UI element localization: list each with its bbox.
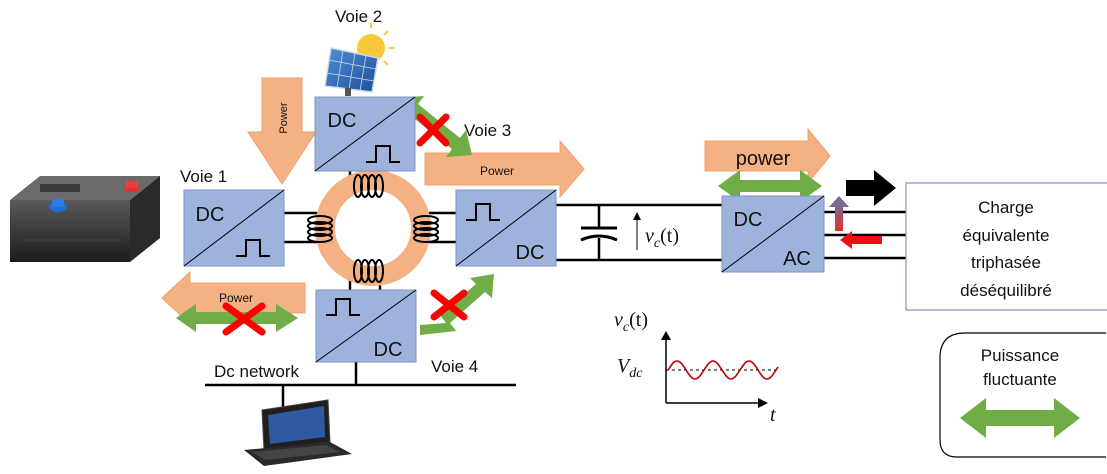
load-line4: déséquilibré bbox=[960, 281, 1052, 300]
lane2-label: Voie 2 bbox=[335, 7, 382, 26]
left-arrow-icon bbox=[840, 231, 882, 249]
inverter-ac: AC bbox=[783, 248, 811, 270]
inverter-dc: DC bbox=[734, 209, 763, 231]
fluctuating-arrow-lane4 bbox=[420, 274, 494, 335]
power-label-lane2: Power bbox=[278, 102, 290, 134]
converter-lane4: DC bbox=[316, 290, 416, 362]
converter-lane3: DC bbox=[456, 190, 556, 266]
svg-text:Vdc: Vdc bbox=[617, 355, 643, 381]
power-arrow-lane3: Power bbox=[425, 141, 584, 197]
waveform-inset: vc(t) Vdc t bbox=[614, 309, 780, 426]
load-line2: équivalente bbox=[963, 226, 1050, 245]
capacitor-voltage: vc(t) bbox=[633, 212, 679, 251]
lane3-label: Voie 3 bbox=[464, 121, 511, 140]
legend-line2: fluctuante bbox=[983, 370, 1057, 389]
load-line3: triphasée bbox=[971, 253, 1041, 272]
wave-y-name: v bbox=[614, 309, 623, 331]
power-label-output: power bbox=[736, 148, 791, 170]
power-arrow-lane2: Power bbox=[248, 78, 316, 184]
transformer-core bbox=[308, 175, 438, 282]
converter-lane2-dc: DC bbox=[328, 110, 357, 132]
converter-lane3-dc: DC bbox=[516, 242, 545, 264]
power-label-lane3: Power bbox=[480, 164, 514, 178]
converter-lane2: DC bbox=[315, 97, 415, 171]
black-output-arrow-icon bbox=[846, 170, 896, 206]
svg-text:vc(t): vc(t) bbox=[614, 309, 648, 335]
converter-lane1-dc: DC bbox=[196, 204, 225, 226]
solar-panel-icon bbox=[325, 23, 394, 96]
dc-network-label: Dc network bbox=[214, 362, 300, 381]
laptop-icon bbox=[244, 400, 352, 466]
legend-line1: Puissance bbox=[981, 346, 1059, 365]
lane4-label: Voie 4 bbox=[431, 357, 478, 376]
up-arrow-icon bbox=[829, 196, 849, 231]
legend-box: Puissance fluctuante bbox=[940, 333, 1106, 457]
wave-y-arg: (t) bbox=[629, 309, 648, 331]
core-windings bbox=[308, 175, 438, 282]
lane1-label: Voie 1 bbox=[180, 167, 227, 186]
wave-level-sub: dc bbox=[629, 366, 643, 381]
power-arrow-output: power bbox=[705, 129, 830, 183]
inverter: DC AC bbox=[722, 196, 824, 272]
load-box: Charge équivalente triphasée déséquilibr… bbox=[906, 183, 1107, 310]
wave-x-label: t bbox=[770, 404, 776, 426]
cap-voltage-arg: (t) bbox=[660, 225, 679, 247]
svg-text:vc(t): vc(t) bbox=[645, 225, 679, 251]
power-label-lane1: Power bbox=[219, 291, 253, 305]
converter-lane4-dc: DC bbox=[374, 339, 403, 361]
load-line1: Charge bbox=[978, 198, 1034, 217]
battery-icon bbox=[10, 176, 160, 262]
cap-voltage-name: v bbox=[645, 225, 654, 247]
converter-lane1: DC bbox=[184, 190, 284, 266]
